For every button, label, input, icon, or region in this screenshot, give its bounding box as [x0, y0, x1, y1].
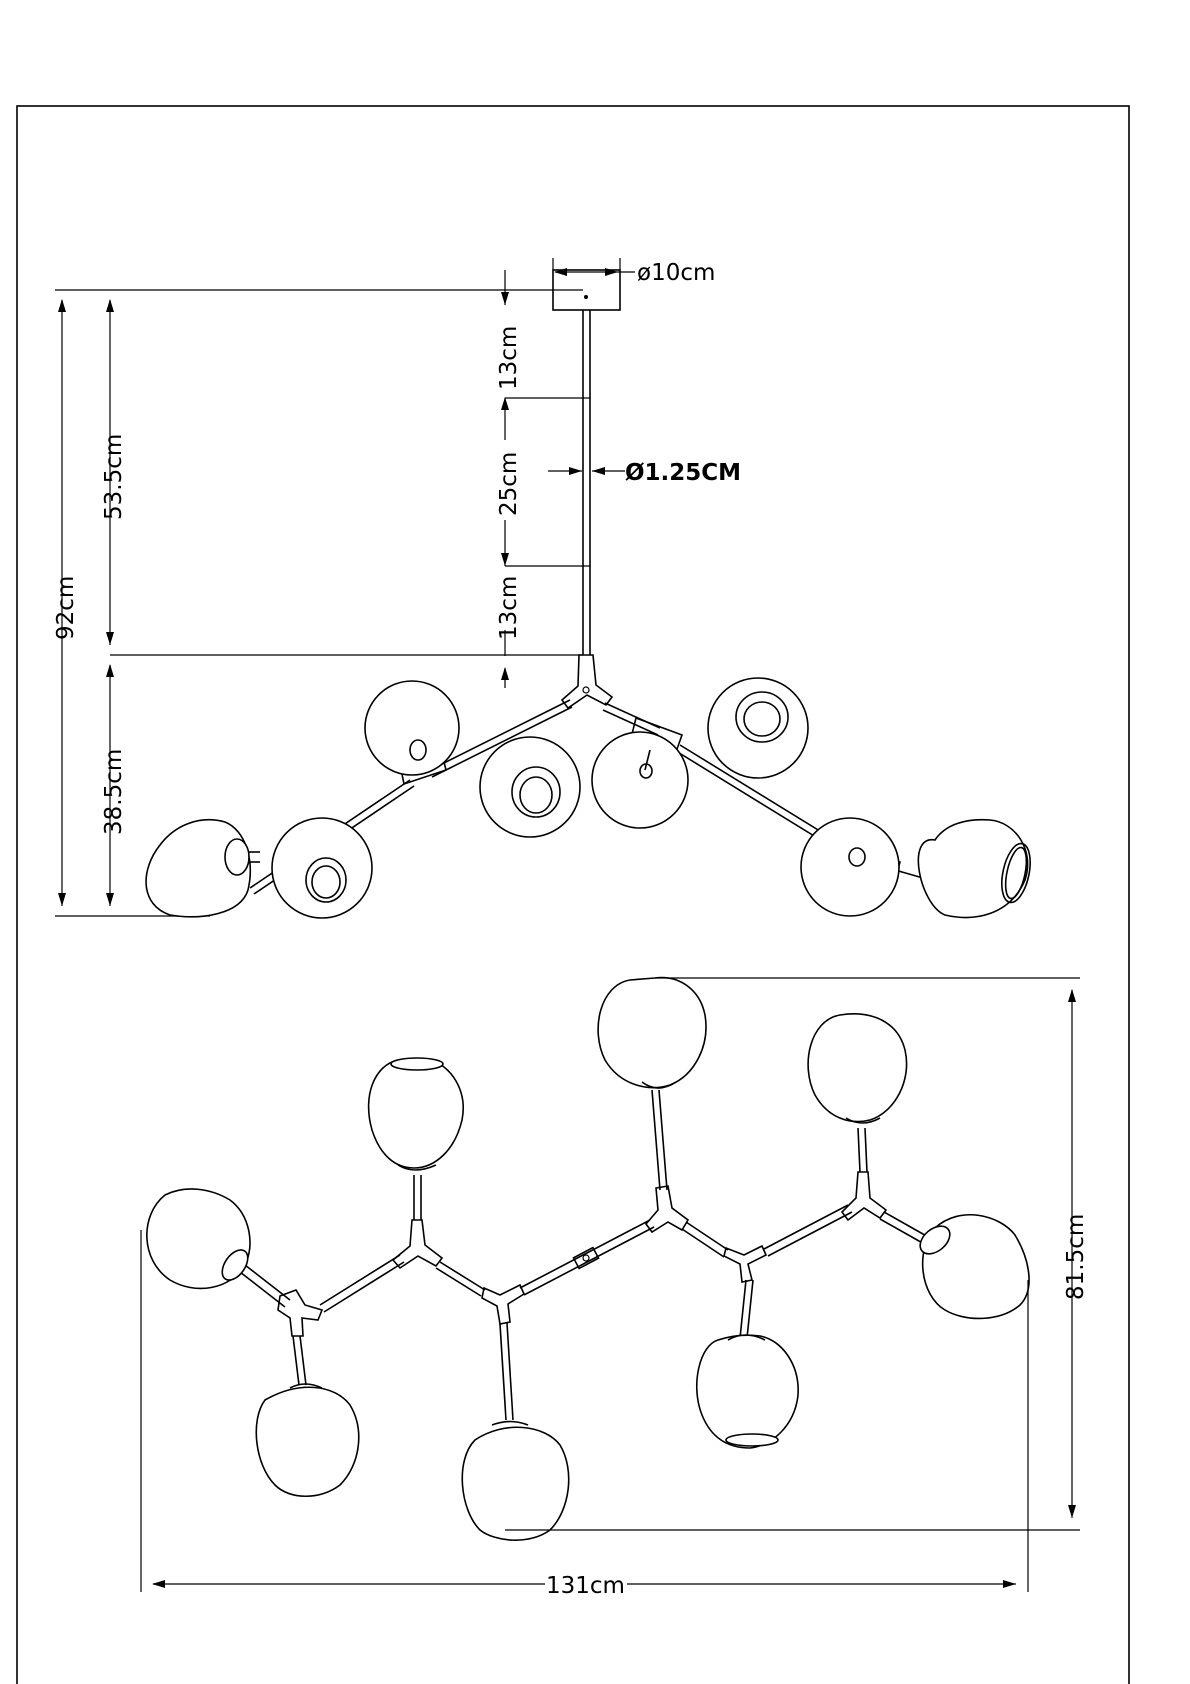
rod-segment-bottom-label: 13cm	[496, 576, 522, 640]
globe-side-7	[800, 817, 900, 917]
drawing-frame	[16, 105, 1130, 1684]
globe-top-2	[367, 1057, 464, 1169]
rod-segment-dimensions: 13cm 25cm 13cm	[496, 270, 590, 688]
depth-dimension: 81.5cm	[505, 977, 1089, 1531]
total-height-label: 92cm	[53, 576, 79, 640]
globe-side-3	[364, 680, 460, 776]
canopy-diameter-dimension: ø10cm	[552, 258, 715, 286]
globe-top-8	[921, 1214, 1030, 1320]
top-view-arms	[239, 1089, 931, 1421]
top-view-globes	[146, 976, 1030, 1541]
side-view-globes	[145, 677, 1031, 919]
fixture-height-label: 38.5cm	[101, 749, 127, 835]
globe-top-6	[807, 1013, 908, 1123]
rod-segment-middle-label: 25cm	[496, 452, 522, 516]
width-label: 131cm	[546, 1573, 625, 1599]
globe-top-5	[597, 976, 707, 1089]
drop-to-hub-label: 53.5cm	[101, 434, 127, 520]
depth-label: 81.5cm	[1063, 1214, 1089, 1300]
rod-segment-top-label: 13cm	[496, 326, 522, 390]
globe-top-4	[461, 1426, 570, 1541]
top-view: 81.5cm 131cm	[140, 976, 1089, 1599]
globe-top-3	[255, 1386, 360, 1497]
globe-side-2	[271, 817, 373, 919]
globe-side-5	[591, 731, 689, 829]
globe-side-1	[145, 818, 252, 918]
side-view: ø10cm Ø1.25CM 13cm 25cm 13cm	[53, 258, 1031, 919]
width-dimension: 131cm	[140, 1230, 1029, 1599]
rod-diameter-label: Ø1.25CM	[625, 460, 741, 486]
globe-side-4	[479, 736, 581, 838]
canopy-diameter-label: ø10cm	[637, 260, 715, 286]
rod-diameter-dimension: Ø1.25CM	[548, 460, 741, 486]
globe-top-7	[695, 1334, 799, 1449]
suspension-rod	[582, 310, 591, 655]
